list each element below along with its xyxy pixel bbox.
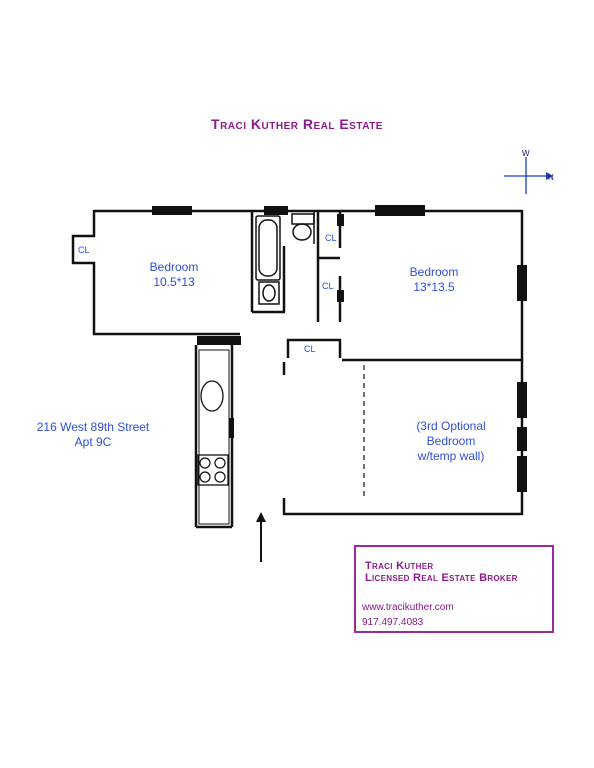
left-bedroom-walls [71,209,340,336]
bedroom2-name: Bedroom [410,265,459,279]
page-title: Traci Kuther Real Estate [211,116,383,132]
window [517,265,527,301]
optional-room-line1: (3rd Optional [416,419,485,433]
address: 216 West 89th Street Apt 9C [28,420,158,450]
window [152,206,192,215]
window [375,205,425,216]
broker-phone: 917.497.4083 [362,617,424,628]
kitchen [194,336,241,529]
bedroom2-size: 13*13.5 [413,280,455,294]
entrance-arrow-icon [256,512,266,562]
closets [286,211,342,358]
address-street: 216 West 89th Street [36,420,150,434]
right-bedroom-walls [340,209,524,515]
closet-label: CL [325,233,337,243]
bedroom1-size: 10.5*13 [153,275,195,289]
compass-icon: W N [504,149,554,194]
window [264,206,288,215]
closet-door [337,214,344,226]
bathroom [250,212,315,314]
closet-label: CL [78,245,90,255]
address-apt: Apt 9C [74,435,112,449]
closet-door [337,290,344,302]
window [517,456,527,492]
compass-west-label: W [522,149,530,158]
bedroom1-name: Bedroom [150,260,199,274]
window [517,427,527,451]
closet-label: CL [322,281,334,291]
broker-name: Traci Kuther [365,560,434,572]
broker-role: Licensed Real Estate Broker [365,572,518,584]
broker-website: www.tracikuther.com [362,602,454,613]
optional-room-walls [282,362,522,516]
refrigerator [229,418,234,438]
window [517,382,527,418]
optional-room-line3: w/temp wall) [417,449,485,463]
broker-card: Traci Kuther Licensed Real Estate Broker… [354,545,554,633]
closet-label: CL [304,344,316,354]
compass-north-label: N [548,173,554,182]
optional-room-line2: Bedroom [427,434,476,448]
